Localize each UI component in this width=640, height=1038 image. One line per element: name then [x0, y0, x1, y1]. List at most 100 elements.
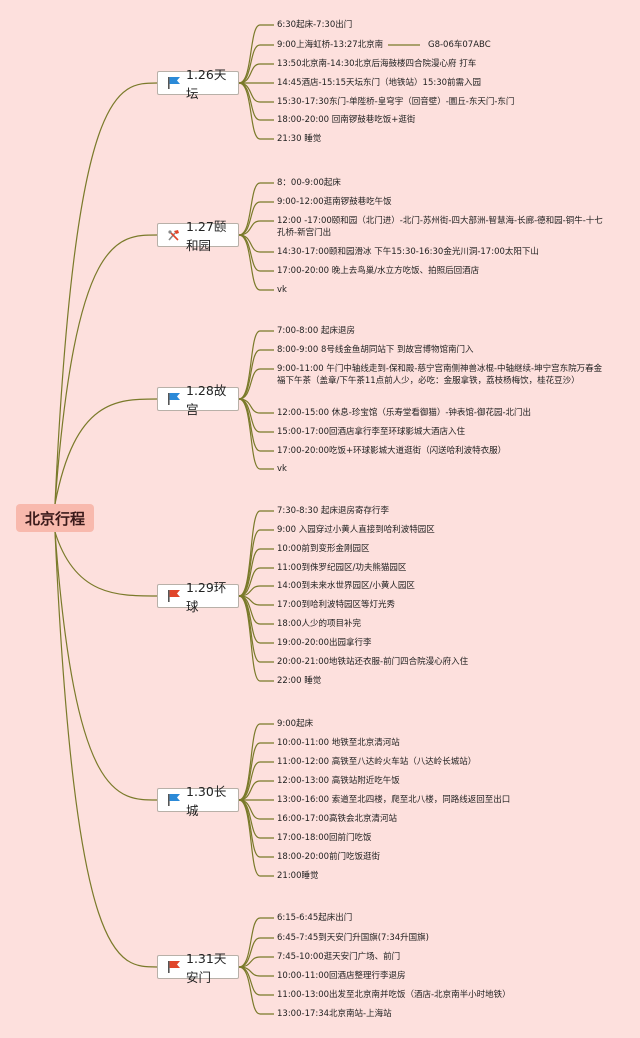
branch-leaf-connector	[238, 595, 274, 682]
train-note[interactable]: G8-06车07ABC	[428, 40, 491, 50]
branch-leaf-connector	[238, 44, 274, 84]
flag-icon	[166, 793, 182, 807]
leaf-item[interactable]: vk	[277, 285, 287, 295]
leaf-item[interactable]: 13:50北京南-14:30北京后海鼓楼四合院漫心府 打车	[277, 59, 477, 69]
branch-label: 1.28故宫	[186, 383, 227, 417]
leaf-item[interactable]: vk	[277, 464, 287, 474]
leaf-item[interactable]: 10:00前到变形金刚园区	[277, 544, 370, 554]
leaf-item[interactable]: 12:00 -17:00颐和园（北门进）-北门-苏州街-四大部洲-智慧海-长廊-…	[277, 216, 603, 238]
leaf-item[interactable]: 19:00-20:00出园拿行李	[277, 638, 372, 648]
leaf-item[interactable]: 7:45-10:00逛天安门广场、前门	[277, 952, 401, 962]
leaf-item[interactable]: 15:30-17:30东门-单陛桥-皇穹宇（回音壁）-圜丘-东天门-东门	[277, 97, 515, 107]
leaf-item[interactable]: 11:00到侏罗纪园区/功夫熊猫园区	[277, 563, 407, 573]
leaf-item[interactable]: 11:00-12:00 高铁至八达岭火车站（八达岭长城站）	[277, 757, 477, 767]
leaf-item[interactable]: 21:00睡觉	[277, 871, 319, 881]
branch-leaf-connector	[238, 201, 274, 236]
branch-label: 1.30长城	[186, 784, 227, 818]
branch-leaf-connector	[238, 82, 274, 140]
leaf-item[interactable]: 8：00-9:00起床	[277, 178, 341, 188]
branch-leaf-connector	[238, 349, 274, 400]
leaf-item[interactable]: 14:00到未来水世界园区/小黄人园区	[277, 581, 415, 591]
flag-icon	[166, 76, 182, 90]
branch-leaf-connector	[238, 956, 274, 968]
leaf-item[interactable]: 9:00上海虹桥-13:27北京南	[277, 40, 384, 50]
branch-leaf-connector	[238, 63, 274, 84]
branch-label: 1.27颐和园	[186, 219, 227, 253]
flag-icon	[166, 960, 182, 974]
branch-leaf-connector	[238, 234, 274, 272]
branch-leaf-connector	[238, 24, 274, 84]
leaf-item[interactable]: 18:00人少的项目补完	[277, 619, 361, 629]
leaf-item[interactable]: 16:00-17:00高铁会北京清河站	[277, 814, 398, 824]
leaf-item[interactable]: 6:30起床-7:30出门	[277, 20, 353, 30]
branch-1-27-yiheyuan[interactable]: 1.27颐和园	[157, 219, 239, 253]
branch-leaf-connector	[238, 799, 274, 877]
branch-1-28-gugong[interactable]: 1.28故宫	[157, 383, 239, 417]
leaf-item[interactable]: 6:15-6:45起床出门	[277, 913, 353, 923]
leaf-item[interactable]: 14:30-17:00颐和园滑冰 下午15:30-16:30金光川洞-17:00…	[277, 247, 539, 257]
branch-leaf-connector	[238, 966, 274, 1015]
branch-leaf-connector	[238, 937, 274, 968]
leaf-item[interactable]: 8:00-9:00 8号线金鱼胡同站下 到故宫博物馆南门入	[277, 345, 474, 355]
leaf-item[interactable]: 14:45酒店-15:15天坛东门（地铁站）15:30前需入园	[277, 78, 482, 88]
leaf-item[interactable]: 13:00-17:34北京南站-上海站	[277, 1009, 392, 1019]
branch-leaf-connector	[238, 510, 274, 597]
leaf-item[interactable]: 17:00到哈利波特园区等灯光秀	[277, 600, 395, 610]
leaf-item[interactable]: 10:00-11:00回酒店整理行李退房	[277, 971, 406, 981]
root-branch-connector	[54, 398, 158, 505]
branch-leaf-connector	[238, 742, 274, 801]
branch-1-31-tiananmen[interactable]: 1.31天安门	[157, 951, 239, 985]
leaf-item[interactable]: 21:30 睡觉	[277, 134, 322, 144]
leaf-item[interactable]: 7:00-8:00 起床退房	[277, 326, 355, 336]
root-branch-connector	[54, 82, 158, 505]
branch-leaf-connector	[238, 595, 274, 663]
leaf-item[interactable]: 12:00-13:00 高铁站附近吃午饭	[277, 776, 400, 786]
root-branch-connector	[54, 531, 158, 801]
branch-leaf-connector	[238, 723, 274, 801]
branch-leaf-connector	[238, 398, 274, 470]
leaf-item[interactable]: 18:00-20:00前门吃饭逛街	[277, 852, 381, 862]
leaf-item[interactable]: 17:00-20:00 晚上去鸟巢/水立方吃饭、拍照后回酒店	[277, 266, 480, 276]
flag-icon	[166, 392, 182, 406]
leaf-item[interactable]: 9:00-11:00 午门中轴线走到-保和殿-慈宁宫南侧神兽冰棍-中轴继续-坤宁…	[277, 364, 603, 386]
flag-icon	[166, 589, 182, 603]
branch-leaf-connector	[238, 548, 274, 597]
root-branch-connector	[54, 234, 158, 505]
branch-1-26-tiantan[interactable]: 1.26天坛	[157, 67, 239, 101]
root-label: 北京行程	[24, 509, 85, 528]
root-topic[interactable]: 北京行程	[16, 504, 94, 532]
branch-leaf-connector	[238, 529, 274, 597]
leaf-item[interactable]: 6:45-7:45到天安门升国旗(7:34升国旗)	[277, 933, 429, 943]
leaf-item[interactable]: 12:00-15:00 休息-珍宝馆（乐寿堂看御猫）-钟表馆-御花园-北门出	[277, 408, 532, 418]
root-branch-connector	[54, 531, 158, 597]
leaf-item[interactable]: 17:00-18:00回前门吃饭	[277, 833, 372, 843]
branch-leaf-connector	[238, 761, 274, 801]
leaf-item[interactable]: 7:30-8:30 起床退房寄存行李	[277, 506, 389, 516]
branch-leaf-connector	[238, 585, 274, 597]
branch-leaf-connector	[238, 567, 274, 597]
leaf-item[interactable]: 13:00-16:00 索道至北四楼，爬至北八楼，同路线返回至出口	[277, 795, 511, 805]
leaf-item[interactable]: 9:00-12:00逛南锣鼓巷吃午饭	[277, 197, 392, 207]
leaf-item[interactable]: 11:00-13:00出发至北京南并吃饭（酒店-北京南半小时地铁）	[277, 990, 511, 1000]
leaf-item[interactable]: 22:00 睡觉	[277, 676, 322, 686]
branch-label: 1.31天安门	[186, 951, 227, 985]
leaf-item[interactable]: 9:00起床	[277, 719, 314, 729]
leaf-item[interactable]: 17:00-20:00吃饭+环球影城大道逛街（闪送哈利波特衣服）	[277, 446, 507, 456]
branch-1-29-huanqiu[interactable]: 1.29环球	[157, 580, 239, 614]
leaf-item[interactable]: 20:00-21:00地铁站还衣服-前门四合院漫心府入住	[277, 657, 469, 667]
branch-label: 1.29环球	[186, 580, 227, 614]
tools-icon	[166, 228, 182, 242]
leaf-item[interactable]: 15:00-17:00回酒店拿行李至环球影城大酒店入住	[277, 427, 466, 437]
leaf-item[interactable]: 10:00-11:00 地铁至北京清河站	[277, 738, 400, 748]
root-branch-connector	[54, 531, 158, 968]
branch-leaf-connector	[238, 220, 274, 236]
branch-leaf-connector	[238, 398, 274, 452]
branch-leaf-connector	[238, 368, 274, 400]
branch-leaf-connector	[238, 234, 274, 291]
branch-1-30-changcheng[interactable]: 1.30长城	[157, 784, 239, 818]
leaf-item[interactable]: 9:00 入园穿过小黄人直接到哈利波特园区	[277, 525, 435, 535]
branch-leaf-connector	[238, 799, 274, 858]
branch-leaf-connector	[238, 330, 274, 400]
leaf-item[interactable]: 18:00-20:00 回南锣鼓巷吃饭+逛街	[277, 115, 416, 125]
